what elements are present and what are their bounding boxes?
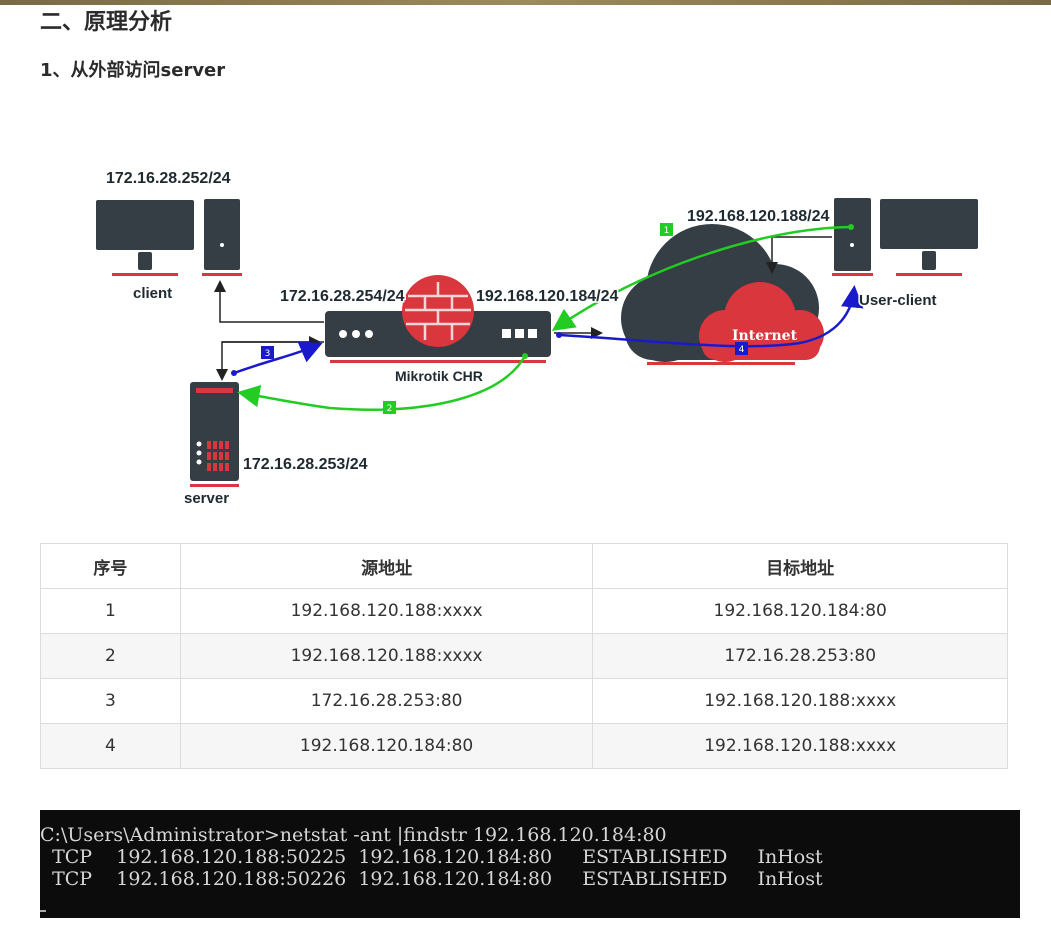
flow-arrow-1 xyxy=(551,225,852,331)
flow-arrow-3 xyxy=(233,341,323,375)
cell-index: 2 xyxy=(40,633,181,679)
cell-source: 192.168.120.188:xxxx xyxy=(179,588,594,634)
console-command-line: C:\Users\Administrator>netstat -ant |fin… xyxy=(40,824,667,846)
step-badge-1: 1 xyxy=(660,223,673,236)
client-computer-icon xyxy=(96,199,242,276)
cell-index: 3 xyxy=(40,678,181,724)
svg-text:1: 1 xyxy=(664,226,670,236)
table-row: 4 192.168.120.184:80 192.168.120.188:xxx… xyxy=(40,723,1008,769)
router-label: Mikrotik CHR xyxy=(395,368,483,384)
client-ip-label: 172.16.28.252/24 xyxy=(106,170,231,187)
flow-arrow-2 xyxy=(237,355,527,411)
internet-cloud-icon xyxy=(621,224,824,365)
client-label: client xyxy=(133,285,172,302)
server-icon xyxy=(190,382,239,487)
nat-flow-table: 序号 源地址 目标地址 1 192.168.120.188:xxxx 192.1… xyxy=(40,543,1008,769)
cell-source: 192.168.120.188:xxxx xyxy=(179,633,594,679)
svg-text:4: 4 xyxy=(739,345,745,355)
user-client-ip-label: 192.168.120.188/24 xyxy=(687,208,829,225)
command-console-screenshot: C:\Users\Administrator>netstat -ant |fin… xyxy=(40,810,1020,918)
cell-source: 172.16.28.253:80 xyxy=(179,678,594,724)
console-cursor xyxy=(40,910,46,912)
step-badge-4: 4 xyxy=(735,342,748,355)
col-header-index: 序号 xyxy=(40,543,181,589)
section-title: 二、原理分析 xyxy=(40,10,173,35)
cell-index: 1 xyxy=(40,588,181,634)
user-client-label: User-client xyxy=(859,292,937,309)
router-lan-ip-label: 172.16.28.254/24 xyxy=(280,288,405,305)
table-row: 3 172.16.28.253:80 192.168.120.188:xxxx xyxy=(40,678,1008,724)
console-output-line: TCP 192.168.120.188:50226 192.168.120.18… xyxy=(40,868,823,890)
user-client-computer-icon xyxy=(832,198,978,276)
table-row: 2 192.168.120.188:xxxx 172.16.28.253:80 xyxy=(40,633,1008,679)
svg-text:3: 3 xyxy=(265,349,271,359)
step-badge-2: 2 xyxy=(383,401,396,414)
network-diagram: 1 2 3 4 172.16.28.252/24 client 172.16.2… xyxy=(96,169,978,509)
router-wan-ip-label: 192.168.120.184/24 xyxy=(476,288,618,305)
step-badge-3: 3 xyxy=(261,346,274,359)
cell-destination: 192.168.120.188:xxxx xyxy=(592,723,1008,769)
router-icon xyxy=(325,275,551,363)
cell-destination: 172.16.28.253:80 xyxy=(592,633,1008,679)
server-label: server xyxy=(184,490,229,507)
subsection-title: 1、从外部访问server xyxy=(40,60,226,81)
svg-text:2: 2 xyxy=(387,404,393,414)
cell-source: 192.168.120.184:80 xyxy=(179,723,594,769)
internet-label: Internet xyxy=(732,328,798,344)
client-link-line xyxy=(214,280,324,323)
cell-index: 4 xyxy=(40,723,181,769)
server-ip-label: 172.16.28.253/24 xyxy=(243,456,368,473)
cell-destination: 192.168.120.184:80 xyxy=(592,588,1008,634)
table-header-row: 序号 源地址 目标地址 xyxy=(40,543,1008,589)
console-output-line: TCP 192.168.120.188:50225 192.168.120.18… xyxy=(40,846,823,868)
flow-arrow-4 xyxy=(558,285,864,348)
cell-destination: 192.168.120.188:xxxx xyxy=(592,678,1008,724)
col-header-destination: 目标地址 xyxy=(592,543,1008,589)
top-accent-bar xyxy=(0,0,1051,5)
col-header-source: 源地址 xyxy=(179,543,594,589)
table-row: 1 192.168.120.188:xxxx 192.168.120.184:8… xyxy=(40,588,1008,634)
